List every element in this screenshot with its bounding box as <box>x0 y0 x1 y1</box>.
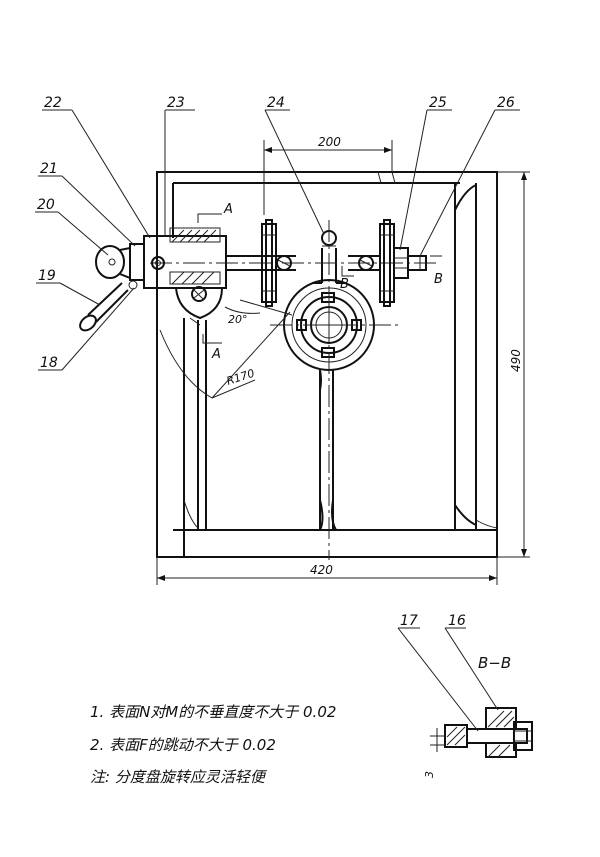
dim-490: 490 <box>509 349 523 372</box>
part-label-22: 22 <box>44 95 62 111</box>
part-label-21: 21 <box>40 161 58 177</box>
section-mark-a-top: A <box>223 202 233 217</box>
section-marks: A A B B B−B <box>211 202 511 672</box>
note-1: 1. 表面N对M的不垂直度不大于 0.02 <box>90 703 337 721</box>
dimension-lines <box>156 140 530 585</box>
part-labels: 22 23 24 25 26 21 20 19 18 17 16 <box>37 95 515 629</box>
dim-r170: R170 <box>225 367 256 388</box>
left-roller-assembly <box>261 219 296 307</box>
dim-420: 420 <box>310 563 333 577</box>
fixture-frame <box>156 171 498 558</box>
left-locating-mechanism <box>79 213 270 344</box>
part-label-23: 23 <box>167 95 185 111</box>
section-mark-b-right: B <box>434 272 443 287</box>
section-mark-a-bottom: A <box>211 347 221 362</box>
part-label-25: 25 <box>429 95 447 111</box>
center-lines <box>150 220 440 560</box>
dim-20deg: 20° <box>228 313 248 326</box>
part-label-19: 19 <box>38 268 56 284</box>
dimension-labels: 200 420 490 R170 20° 3 <box>225 135 523 778</box>
section-view-b-b <box>397 627 533 758</box>
right-roller-assembly <box>341 219 442 307</box>
dim-3: 3 <box>423 771 436 778</box>
part-label-26: 26 <box>497 95 515 111</box>
dim-200: 200 <box>318 135 341 149</box>
section-view-title: B−B <box>478 654 511 672</box>
part-label-18: 18 <box>40 355 58 371</box>
note-3: 注: 分度盘旋转应灵活轻便 <box>90 768 265 786</box>
section-mark-b-left: B <box>340 277 349 292</box>
part-label-16: 16 <box>448 613 466 629</box>
part-label-17: 17 <box>400 613 418 629</box>
leader-lines <box>35 109 520 371</box>
part-label-24: 24 <box>267 95 285 111</box>
part-label-20: 20 <box>37 197 55 213</box>
note-2: 2. 表面F的跳动不大于 0.02 <box>90 736 276 754</box>
